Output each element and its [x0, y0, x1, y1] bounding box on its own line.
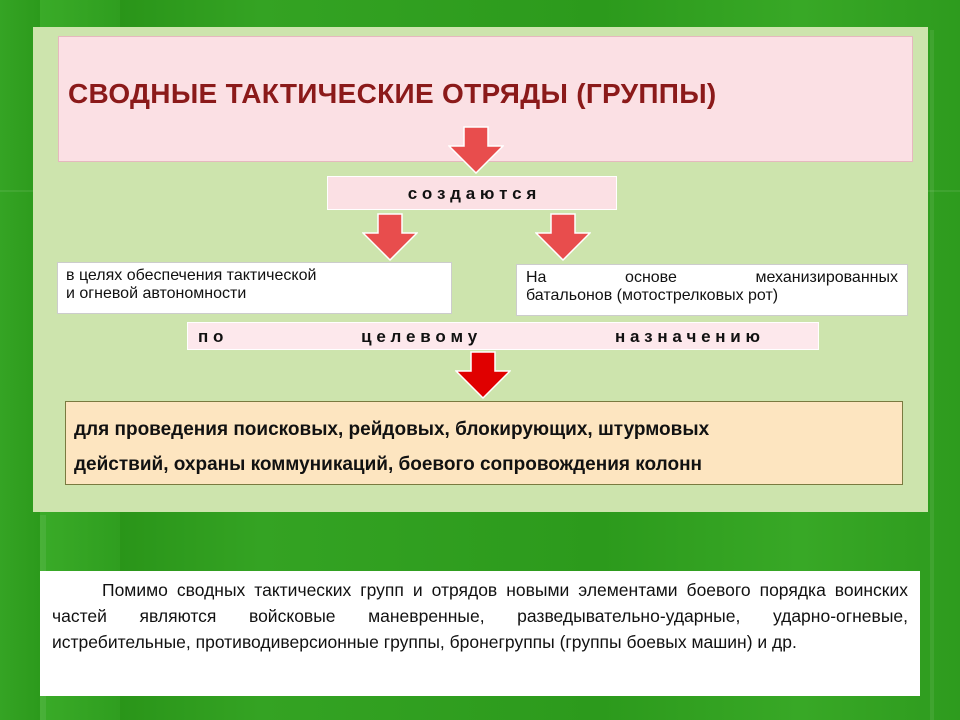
battalion-basis-box: На основе механизированных батальонов (м…	[516, 264, 908, 316]
battalion-word: механизированных	[755, 269, 899, 286]
slide-title: СВОДНЫЕ ТАКТИЧЕСКИЕ ОТРЯДЫ (ГРУППЫ)	[68, 78, 717, 109]
battalion-word: На	[526, 269, 547, 286]
autonomy-line-2: и огневой автономности	[66, 285, 247, 302]
battalion-basis-line-1: На основе механизированных	[526, 269, 898, 287]
background-stripe	[930, 30, 934, 720]
purpose-label: п о ц е л е в о м у н а з н а ч е н и ю	[198, 323, 760, 351]
arrow-down-icon	[455, 351, 511, 399]
purpose-word: н а з н а ч е н и ю	[615, 327, 760, 346]
purpose-box: для проведения поисковых, рейдовых, блок…	[65, 401, 903, 485]
purpose-label-box: п о ц е л е в о м у н а з н а ч е н и ю	[187, 322, 819, 350]
battalion-word: основе	[625, 269, 677, 286]
arrow-down-icon	[535, 213, 591, 261]
arrow-down-icon	[448, 126, 504, 174]
note-text: Помимо сводных тактических групп и отряд…	[52, 580, 908, 652]
note-box: Помимо сводных тактических групп и отряд…	[40, 571, 920, 696]
arrow-down-icon	[362, 213, 418, 261]
autonomy-box: в целях обеспечения тактической и огнево…	[57, 262, 452, 314]
purpose-word: ц е л е в о м у	[361, 327, 478, 346]
purpose-line-2: действий, охраны коммуникаций, боевого с…	[74, 454, 703, 475]
battalion-basis-line-2: батальонов (мотострелковых рот)	[526, 287, 779, 304]
created-label: с о з д а ю т с я	[407, 184, 537, 203]
purpose-word: п о	[198, 327, 224, 346]
created-label-box: с о з д а ю т с я	[327, 176, 617, 210]
purpose-line-1: для проведения поисковых, рейдовых, блок…	[74, 419, 710, 440]
autonomy-line-1: в целях обеспечения тактической	[66, 267, 317, 284]
